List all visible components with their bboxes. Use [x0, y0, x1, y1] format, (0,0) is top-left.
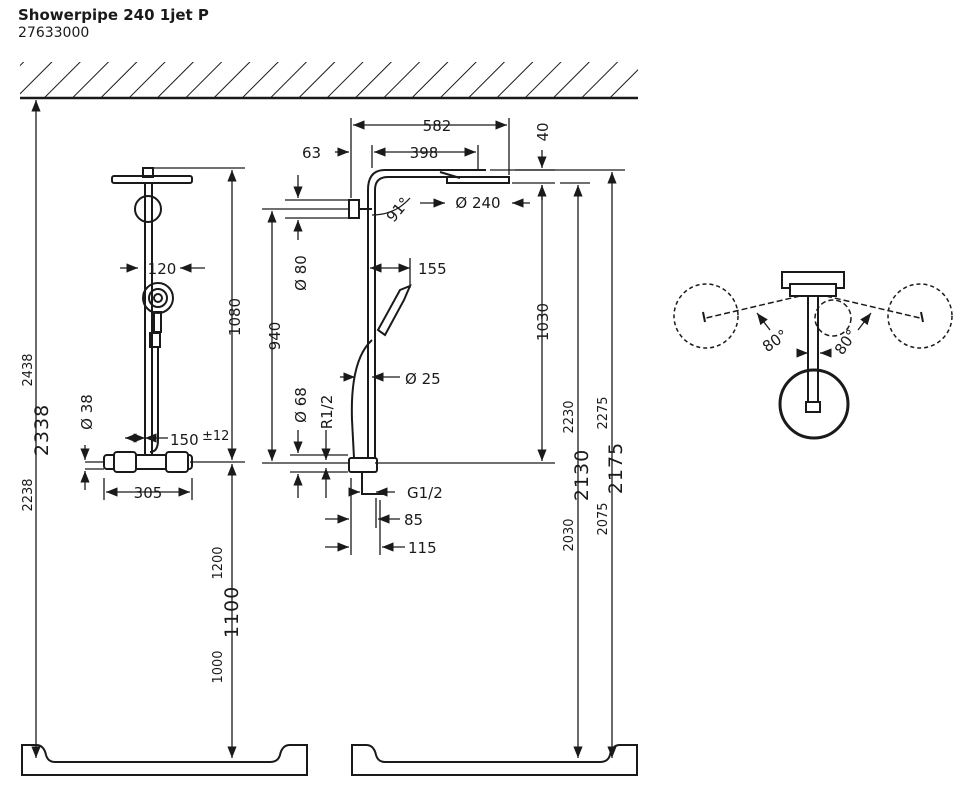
dim-dia-240: Ø 240 [455, 194, 500, 212]
dim-2075: 2075 [596, 502, 611, 535]
dim-angle-80-left: 80° [759, 326, 791, 356]
top-view-dimensions [756, 312, 872, 358]
dim-1200: 1200 [211, 546, 226, 579]
product-title: Showerpipe 240 1jet P [18, 6, 209, 24]
dim-dia-38: Ø 38 [78, 394, 96, 430]
top-view-labels: 80° 80° [759, 326, 861, 358]
dim-85: 85 [404, 511, 423, 529]
dim-150-tolerance: ±12 [202, 429, 229, 444]
dim-1100: 1100 [221, 586, 243, 638]
dim-2438: 2438 [21, 353, 36, 386]
dim-150: 150 [170, 431, 199, 449]
dim-40: 40 [534, 122, 552, 141]
dim-63: 63 [302, 144, 321, 162]
dim-115: 115 [408, 539, 437, 557]
dim-2130: 2130 [571, 449, 593, 501]
shower-tray-right [351, 744, 638, 776]
dim-582: 582 [423, 117, 452, 135]
dim-dia-25: Ø 25 [405, 370, 441, 388]
dim-940: 940 [266, 322, 284, 351]
side-view-product [348, 169, 510, 495]
dim-g12: G1/2 [407, 484, 443, 502]
front-view-labels: 1080 120 Ø 38 150 ±12 305 2438 2338 2238… [21, 260, 244, 684]
dim-angle-80-right: 80° [831, 326, 861, 358]
side-view-labels: 582 63 398 40 91° Ø 240 Ø 80 940 Ø 68 R1… [266, 117, 627, 557]
dim-2030: 2030 [562, 518, 577, 551]
dim-1000: 1000 [211, 650, 226, 683]
dim-2230: 2230 [562, 400, 577, 433]
dim-1030: 1030 [534, 303, 552, 341]
dim-120: 120 [148, 260, 177, 278]
dim-2338: 2338 [31, 404, 53, 456]
front-view-dimensions [31, 100, 245, 758]
side-view-dimensions [262, 118, 625, 758]
dim-1080: 1080 [226, 298, 244, 336]
dim-dia-80: Ø 80 [292, 255, 310, 291]
dim-155: 155 [418, 260, 447, 278]
ceiling [20, 62, 638, 100]
front-view-product [103, 167, 193, 473]
product-code: 27633000 [18, 25, 90, 41]
top-view-product [673, 271, 953, 440]
dim-398: 398 [410, 144, 439, 162]
dim-2275: 2275 [596, 396, 611, 429]
dim-dia-68: Ø 68 [292, 387, 310, 423]
dim-305: 305 [134, 484, 163, 502]
dim-r12: R1/2 [318, 395, 336, 430]
dim-2175: 2175 [605, 442, 627, 494]
dim-2238: 2238 [21, 478, 36, 511]
shower-tray-left [21, 744, 308, 776]
